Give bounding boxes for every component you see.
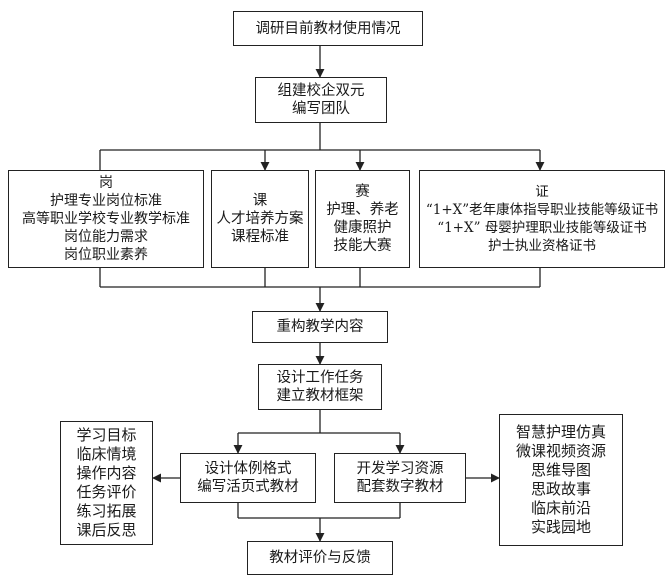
node-chapter-structure-list-line-6: 课后反思 bbox=[76, 521, 137, 539]
node-zheng-line-1: 证 bbox=[535, 184, 549, 200]
node-sai-line-3: 健康照护 bbox=[333, 220, 392, 236]
node-gang: 岗护理专业岗位标准高等职业学校专业教学标准岗位能力需求岗位职业素养 bbox=[8, 170, 204, 268]
node-digital-resources-list-line-4: 思政故事 bbox=[530, 480, 591, 498]
node-digital-resources-list-line-6: 实践园地 bbox=[530, 518, 591, 536]
node-digital-resources-list-line-5: 临床前沿 bbox=[530, 499, 591, 517]
node-gang-line-5: 岗位职业素养 bbox=[64, 247, 148, 263]
node-design-line-2: 建立教材框架 bbox=[276, 388, 364, 404]
node-design-line-1: 设计工作任务 bbox=[276, 370, 364, 386]
node-resources: 开发学习资源配套数字教材 bbox=[334, 453, 466, 503]
node-ke-line-3: 课程标准 bbox=[231, 229, 289, 245]
node-chapter-structure-list-line-4: 任务评价 bbox=[76, 483, 137, 501]
node-style: 设计体例格式编写活页式教材 bbox=[180, 453, 316, 503]
node-zheng-line-2: “1+X”老年康体指导职业技能等级证书 bbox=[425, 202, 659, 218]
node-zheng-line-4: 护士执业资格证书 bbox=[488, 238, 596, 254]
node-zheng-line-3: “1+X” 母婴护理职业技能等级证书 bbox=[437, 220, 647, 236]
node-team-line-2: 编写团队 bbox=[292, 101, 350, 117]
node-restructure-line-1: 重构教学内容 bbox=[276, 319, 364, 335]
node-resources-line-1: 开发学习资源 bbox=[356, 461, 444, 477]
node-sai-line-4: 技能大赛 bbox=[333, 238, 392, 254]
node-chapter-structure-list-line-2: 临床情境 bbox=[76, 445, 137, 463]
node-sai: 赛护理、养老健康照护技能大赛 bbox=[315, 170, 410, 268]
node-ke-line-2: 人才培养方案 bbox=[216, 211, 304, 227]
node-gang-line-3: 高等职业学校专业教学标准 bbox=[22, 211, 190, 227]
node-gang-line-2: 护理专业岗位标准 bbox=[50, 193, 162, 209]
node-style-line-2: 编写活页式教材 bbox=[197, 479, 299, 495]
node-evaluation: 教材评价与反馈 bbox=[247, 541, 393, 575]
node-evaluation-line-1: 教材评价与反馈 bbox=[269, 550, 371, 566]
node-team: 组建校企双元编写团队 bbox=[255, 77, 387, 123]
node-zheng: 证 “1+X”老年康体指导职业技能等级证书 “1+X” 母婴护理职业技能等级证书护士… bbox=[419, 170, 665, 268]
node-restructure: 重构教学内容 bbox=[252, 311, 388, 343]
node-digital-resources-list-line-2: 微课视频资源 bbox=[515, 442, 606, 460]
node-resources-line-2: 配套数字教材 bbox=[356, 479, 444, 495]
node-research: 调研目前教材使用情况 bbox=[233, 11, 423, 46]
node-chapter-structure-list-line-1: 学习目标 bbox=[76, 426, 137, 444]
node-gang-line-1: 岗 bbox=[99, 175, 113, 191]
node-research-line-1: 调研目前教材使用情况 bbox=[255, 20, 401, 37]
node-sai-line-2: 护理、养老 bbox=[326, 202, 399, 218]
node-sai-line-1: 赛 bbox=[355, 184, 370, 200]
node-digital-resources-list: 智慧护理仿真微课视频资源思维导图思政故事临床前沿实践园地 bbox=[499, 414, 623, 546]
node-team-line-1: 组建校企双元 bbox=[277, 83, 365, 99]
node-ke-line-1: 课 bbox=[252, 193, 268, 209]
node-gang-line-4: 岗位能力需求 bbox=[64, 229, 148, 245]
node-digital-resources-list-line-1: 智慧护理仿真 bbox=[515, 423, 606, 441]
node-ke: 课人才培养方案课程标准 bbox=[211, 170, 309, 268]
node-design: 设计工作任务建立教材框架 bbox=[258, 364, 382, 410]
node-digital-resources-list-line-3: 思维导图 bbox=[530, 461, 591, 479]
node-chapter-structure-list: 学习目标临床情境操作内容任务评价练习拓展课后反思 bbox=[60, 421, 153, 545]
node-chapter-structure-list-line-5: 练习拓展 bbox=[76, 502, 137, 520]
node-style-line-1: 设计体例格式 bbox=[204, 461, 292, 477]
node-chapter-structure-list-line-3: 操作内容 bbox=[76, 464, 137, 482]
